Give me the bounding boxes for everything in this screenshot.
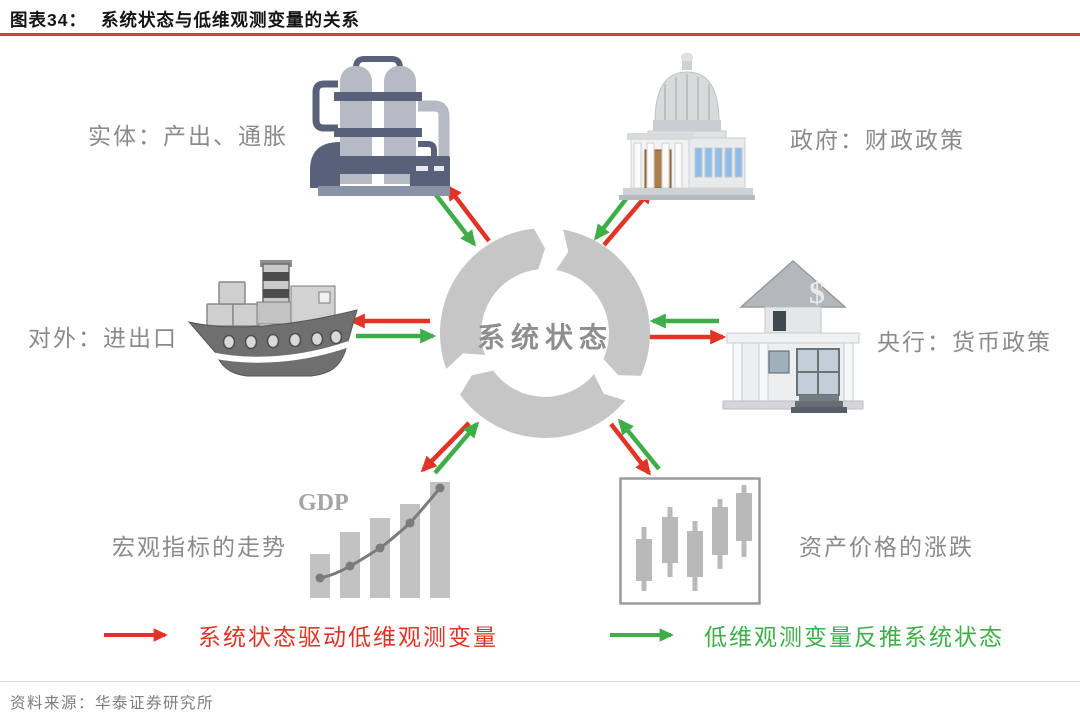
arrow-pair-asset <box>609 418 661 476</box>
bank-icon: $ <box>722 259 864 413</box>
label-government: 政府：财政政策 <box>790 128 965 153</box>
label-macro: 宏观指标的走势 <box>112 535 287 560</box>
title-underline <box>0 33 1080 36</box>
footer-divider <box>0 681 1080 682</box>
candlestick-chart-icon <box>619 477 761 605</box>
legend-red-label: 系统状态驱动低维观测变量 <box>198 625 498 650</box>
green-arrow-icon <box>610 628 674 642</box>
cargo-ship-icon <box>187 260 358 377</box>
cycle-ring-icon <box>439 228 650 438</box>
label-external: 对外：进出口 <box>28 326 178 351</box>
legend-item-green: 低维观测变量反推系统状态 <box>608 618 1004 652</box>
figure-title: 图表34： 系统状态与低维观测变量的关系 <box>10 7 360 32</box>
legend-green-label: 低维观测变量反推系统状态 <box>704 625 1004 650</box>
arrow-pair-macro <box>420 421 480 475</box>
arrow-pair-external <box>348 313 437 344</box>
arrow-pair-entity <box>431 184 491 247</box>
figure-number: 图表34： <box>10 10 87 30</box>
dollar-sign-glyph: $ <box>809 274 825 310</box>
legend-item-red: 系统状态驱动低维观测变量 <box>102 618 498 652</box>
factory-icon <box>310 56 450 196</box>
red-arrow-icon <box>104 628 168 642</box>
center-label: 系统状态 <box>476 323 613 354</box>
capitol-building-icon <box>619 52 755 200</box>
label-central-bank: 央行：货币政策 <box>877 330 1052 355</box>
arrow-pair-central-bank <box>649 313 727 345</box>
label-asset: 资产价格的涨跌 <box>799 535 974 560</box>
gdp-label: GDP <box>298 490 349 516</box>
gdp-bar-chart-icon: GDP <box>298 482 450 598</box>
source-note: 资料来源：华泰证券研究所 <box>10 695 215 712</box>
figure-title-text: 系统状态与低维观测变量的关系 <box>100 10 360 30</box>
label-entity: 实体：产出、通胀 <box>88 124 288 149</box>
